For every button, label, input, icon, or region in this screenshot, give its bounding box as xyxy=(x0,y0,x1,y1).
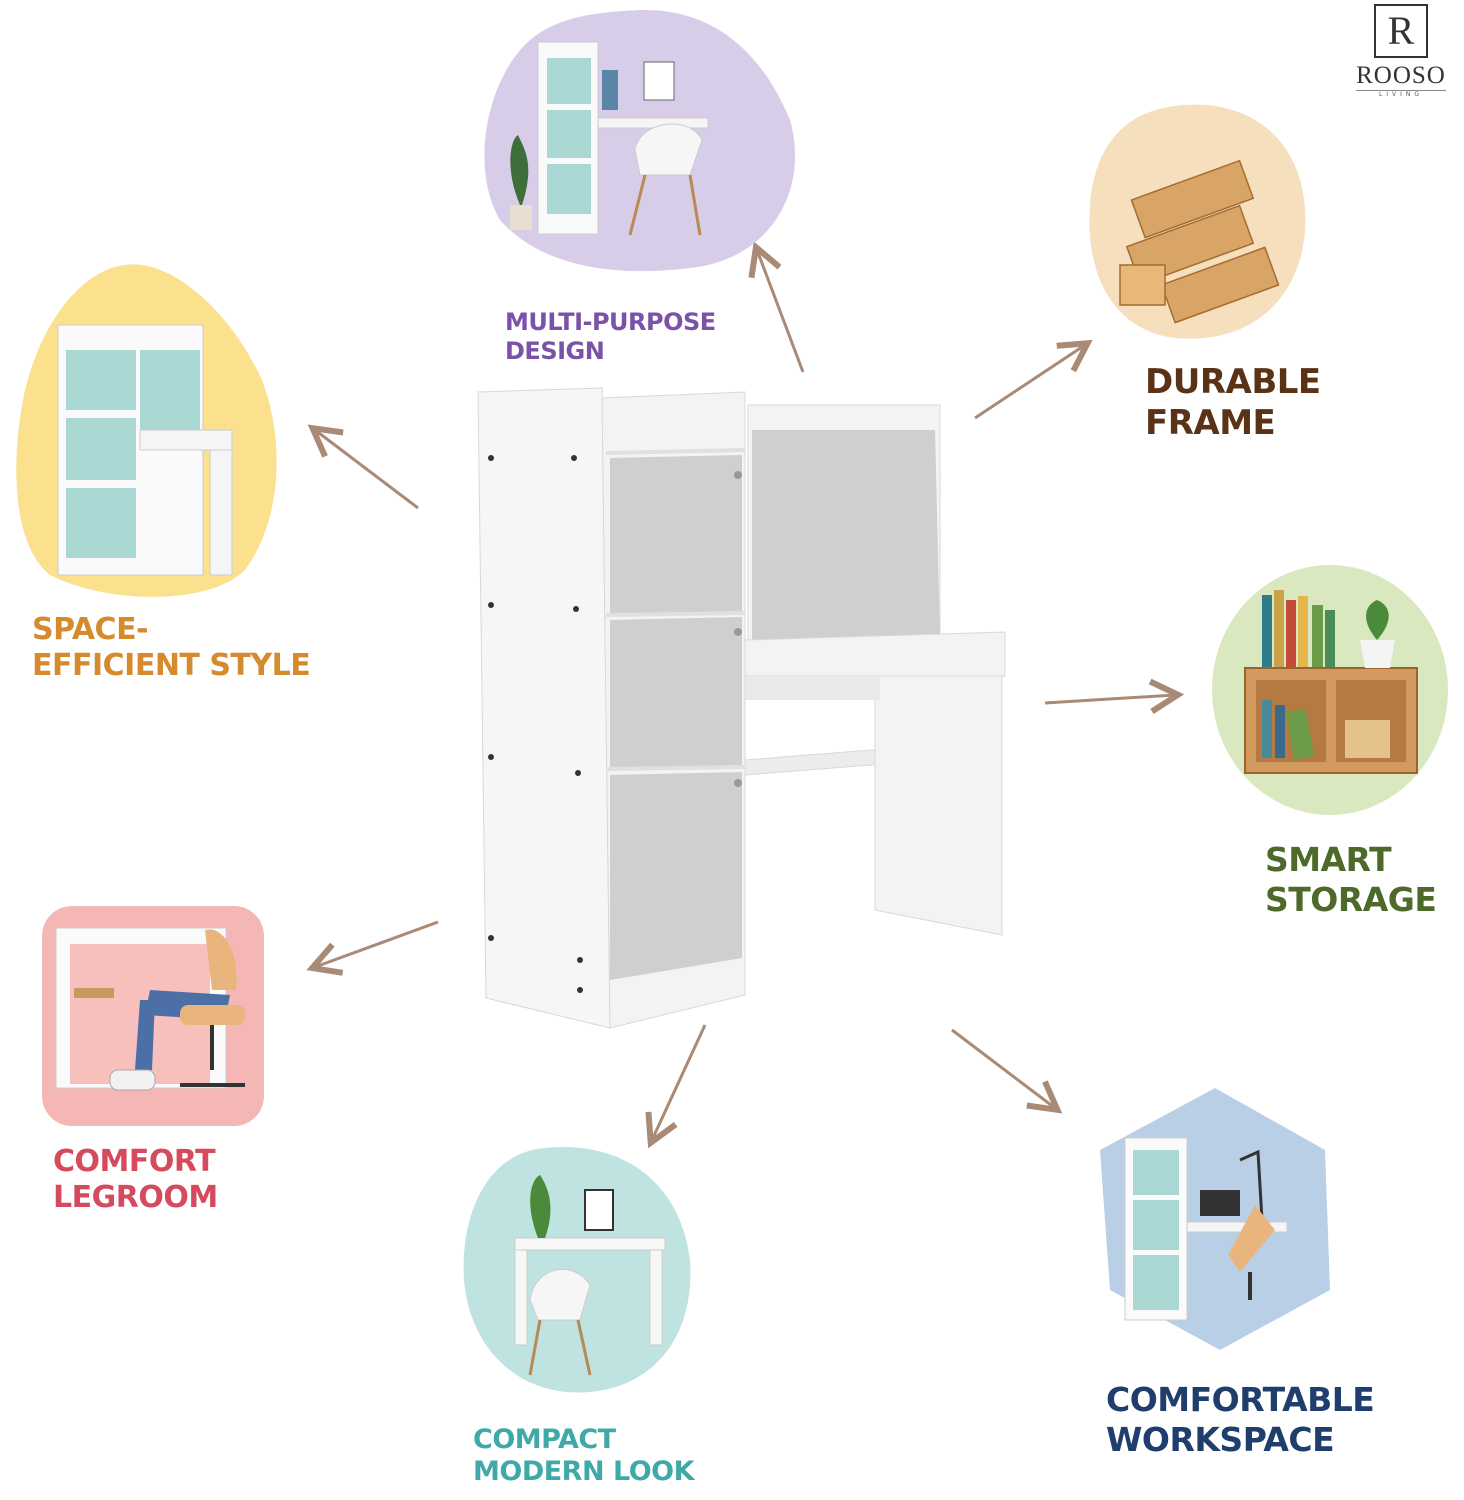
feature-label-line: COMPACT xyxy=(473,1424,616,1455)
connector-arrows xyxy=(315,250,1175,1140)
feature-label-line: DURABLE xyxy=(1145,362,1321,402)
arrow-durable-frame xyxy=(974,345,1085,420)
feature-label-line: MODERN LOOK xyxy=(473,1456,695,1488)
multi-purpose-illustration xyxy=(484,9,796,272)
feature-label-line: STORAGE xyxy=(1265,879,1437,919)
feature-label-line: COMFORTABLE xyxy=(1106,1380,1375,1419)
logo-subtitle: LIVING xyxy=(1356,90,1446,98)
feature-label-line: MULTI-PURPOSE xyxy=(505,308,716,336)
space-efficient-illustration xyxy=(16,264,277,597)
compact-modern-illustration xyxy=(463,1146,691,1393)
comfort-legroom-illustration xyxy=(42,906,264,1126)
brand-logo: R ROOSO LIVING xyxy=(1338,4,1464,104)
feature-label-durable-frame: DURABLE FRAME xyxy=(1145,362,1321,444)
smart-storage-illustration xyxy=(1212,565,1448,815)
arrow-space-efficient xyxy=(315,430,419,510)
feature-label-compact-modern: COMPACT MODERN LOOK xyxy=(473,1424,695,1489)
feature-label-line: WORKSPACE xyxy=(1106,1419,1335,1459)
arrow-compact-modern xyxy=(652,1024,707,1140)
arrow-comfort-legroom xyxy=(315,920,439,967)
desk-product-image xyxy=(477,387,1006,1029)
feature-label-line: SMART xyxy=(1265,840,1392,879)
arrow-multi-purpose xyxy=(757,250,805,373)
logo-name: ROOSO xyxy=(1356,62,1446,89)
feature-label-line: LEGROOM xyxy=(53,1180,218,1215)
feature-label-line: DESIGN xyxy=(505,336,605,365)
logo-mark: R xyxy=(1374,4,1428,58)
feature-label-smart-storage: SMART STORAGE xyxy=(1265,840,1437,919)
feature-label-comfort-legroom: COMFORT LEGROOM xyxy=(53,1144,218,1216)
durable-frame-illustration xyxy=(1089,104,1306,339)
feature-label-line: COMFORT xyxy=(53,1144,216,1179)
feature-label-line: EFFICIENT STYLE xyxy=(32,648,311,683)
arrow-smart-storage xyxy=(1044,695,1175,703)
feature-label-multi-purpose: MULTI-PURPOSE DESIGN xyxy=(505,308,716,366)
feature-label-comfortable-workspace: COMFORTABLE WORKSPACE xyxy=(1106,1380,1375,1459)
arrow-comfortable-workspace xyxy=(951,1028,1055,1108)
feature-label-line: FRAME xyxy=(1145,402,1276,443)
feature-label-line: SPACE- xyxy=(32,612,149,647)
feature-label-space-efficient: SPACE- EFFICIENT STYLE xyxy=(32,612,311,684)
comfortable-workspace-illustration xyxy=(1100,1088,1330,1350)
